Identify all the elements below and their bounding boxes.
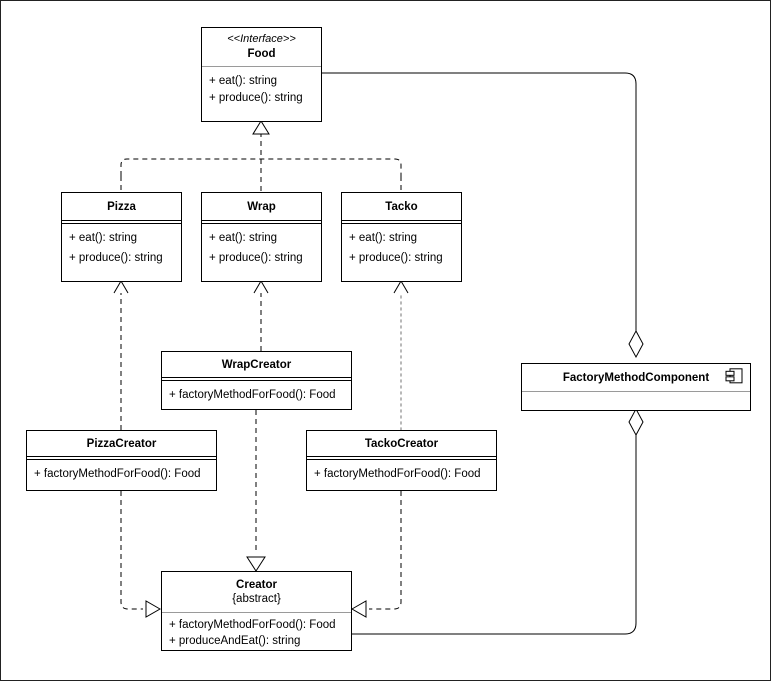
- generalization-wrapcreator-creator: [246, 410, 266, 572]
- class-methods-tacko: + eat(): string + produce(): string: [342, 224, 461, 278]
- hollow-triangle-creator-left: [145, 600, 162, 618]
- open-arrow-tacko: [393, 280, 409, 294]
- class-methods-tackocreator: + factoryMethodForFood(): Food: [307, 460, 496, 488]
- realization-food-bus: [120, 120, 402, 192]
- method-item: + factoryMethodForFood(): Food: [169, 389, 336, 402]
- method-item: + eat(): string: [209, 232, 278, 245]
- class-box-wrapcreator[interactable]: WrapCreator + factoryMethodForFood(): Fo…: [161, 351, 352, 410]
- component-icon: [725, 368, 743, 388]
- header-divider: [162, 377, 351, 379]
- header-divider: [162, 611, 351, 613]
- class-name-pizzacreator: PizzaCreator: [86, 438, 157, 450]
- class-header-tackocreator: TackoCreator: [307, 431, 496, 456]
- class-box-factorymethodcomponent[interactable]: FactoryMethodComponent: [521, 363, 751, 411]
- generalization-pizzacreator-creator: [120, 491, 162, 618]
- header-divider: [202, 220, 321, 222]
- method-item: + factoryMethodForFood(): Food: [314, 468, 481, 481]
- class-name-creator: Creator: [236, 579, 277, 591]
- class-box-pizza[interactable]: Pizza + eat(): string + produce(): strin…: [61, 192, 182, 282]
- header-divider-2: [162, 380, 351, 382]
- hollow-diamond-top: [628, 329, 644, 359]
- open-arrow-pizza: [113, 280, 129, 294]
- class-methods-pizzacreator: + factoryMethodForFood(): Food: [27, 460, 216, 488]
- hollow-triangle-creator-right: [350, 600, 367, 618]
- class-header-tacko: Tacko: [342, 193, 461, 220]
- method-item: + eat(): string: [349, 232, 418, 245]
- class-modifier-abstract: {abstract}: [232, 593, 281, 606]
- header-divider: [27, 456, 216, 458]
- method-item: + produce(): string: [349, 252, 443, 265]
- class-methods-pizza: + eat(): string + produce(): string: [62, 224, 181, 278]
- header-divider-2: [27, 459, 216, 461]
- class-header-food: <<Interface>> Food: [202, 28, 321, 66]
- open-arrow-wrap: [253, 280, 269, 294]
- class-name-pizza: Pizza: [107, 201, 136, 213]
- class-header-factorymethodcomponent: FactoryMethodComponent: [522, 364, 750, 391]
- stereotype-interface: <<Interface>>: [227, 33, 296, 45]
- method-item: + produce(): string: [209, 91, 303, 104]
- class-methods-wrap: + eat(): string + produce(): string: [202, 224, 321, 278]
- header-divider-2: [202, 223, 321, 225]
- class-methods-wrapcreator: + factoryMethodForFood(): Food: [162, 381, 351, 409]
- method-item: + eat(): string: [69, 232, 138, 245]
- header-divider: [522, 391, 750, 393]
- method-item: + factoryMethodForFood(): Food: [34, 468, 201, 481]
- class-box-creator[interactable]: Creator {abstract} + factoryMethodForFoo…: [161, 571, 352, 651]
- class-header-wrapcreator: WrapCreator: [162, 352, 351, 377]
- class-name-wrap: Wrap: [247, 201, 276, 213]
- class-header-pizza: Pizza: [62, 193, 181, 220]
- class-header-pizzacreator: PizzaCreator: [27, 431, 216, 456]
- class-name-factorymethodcomponent: FactoryMethodComponent: [562, 372, 710, 384]
- method-item: + produce(): string: [69, 252, 163, 265]
- method-item: + produceAndEat(): string: [169, 635, 301, 648]
- hollow-diamond-bottom: [628, 407, 644, 437]
- class-methods-food: + eat(): string + produce(): string: [202, 67, 321, 112]
- dependency-wrapcreator-wrap: [253, 280, 269, 351]
- method-item: + eat(): string: [209, 75, 278, 88]
- class-header-creator: Creator {abstract}: [162, 572, 351, 612]
- class-header-wrap: Wrap: [202, 193, 321, 220]
- class-box-wrap[interactable]: Wrap + eat(): string + produce(): string: [201, 192, 322, 282]
- class-box-tacko[interactable]: Tacko + eat(): string + produce(): strin…: [341, 192, 462, 282]
- generalization-tackocreator-creator: [350, 491, 402, 618]
- hollow-triangle-food: [252, 120, 270, 135]
- dependency-tackocreator-tacko: [393, 280, 409, 431]
- class-name-food: Food: [247, 47, 276, 60]
- header-divider: [62, 220, 181, 222]
- class-name-tackocreator: TackoCreator: [364, 438, 439, 450]
- class-methods-factorymethodcomponent: [522, 392, 750, 412]
- header-divider: [202, 66, 321, 68]
- dependency-pizzacreator-pizza: [113, 280, 129, 430]
- hollow-triangle-creator-top: [246, 556, 266, 572]
- header-divider-2: [62, 223, 181, 225]
- class-name-tacko: Tacko: [385, 201, 418, 213]
- class-box-food[interactable]: <<Interface>> Food + eat(): string + pro…: [201, 27, 322, 122]
- method-item: + factoryMethodForFood(): Food: [169, 618, 336, 631]
- method-item: + produce(): string: [209, 252, 303, 265]
- class-box-tackocreator[interactable]: TackoCreator + factoryMethodForFood(): F…: [306, 430, 497, 491]
- class-name-wrapcreator: WrapCreator: [221, 359, 292, 371]
- class-box-pizzacreator[interactable]: PizzaCreator + factoryMethodForFood(): F…: [26, 430, 217, 491]
- class-methods-creator: + factoryMethodForFood(): Food + produce…: [162, 613, 351, 656]
